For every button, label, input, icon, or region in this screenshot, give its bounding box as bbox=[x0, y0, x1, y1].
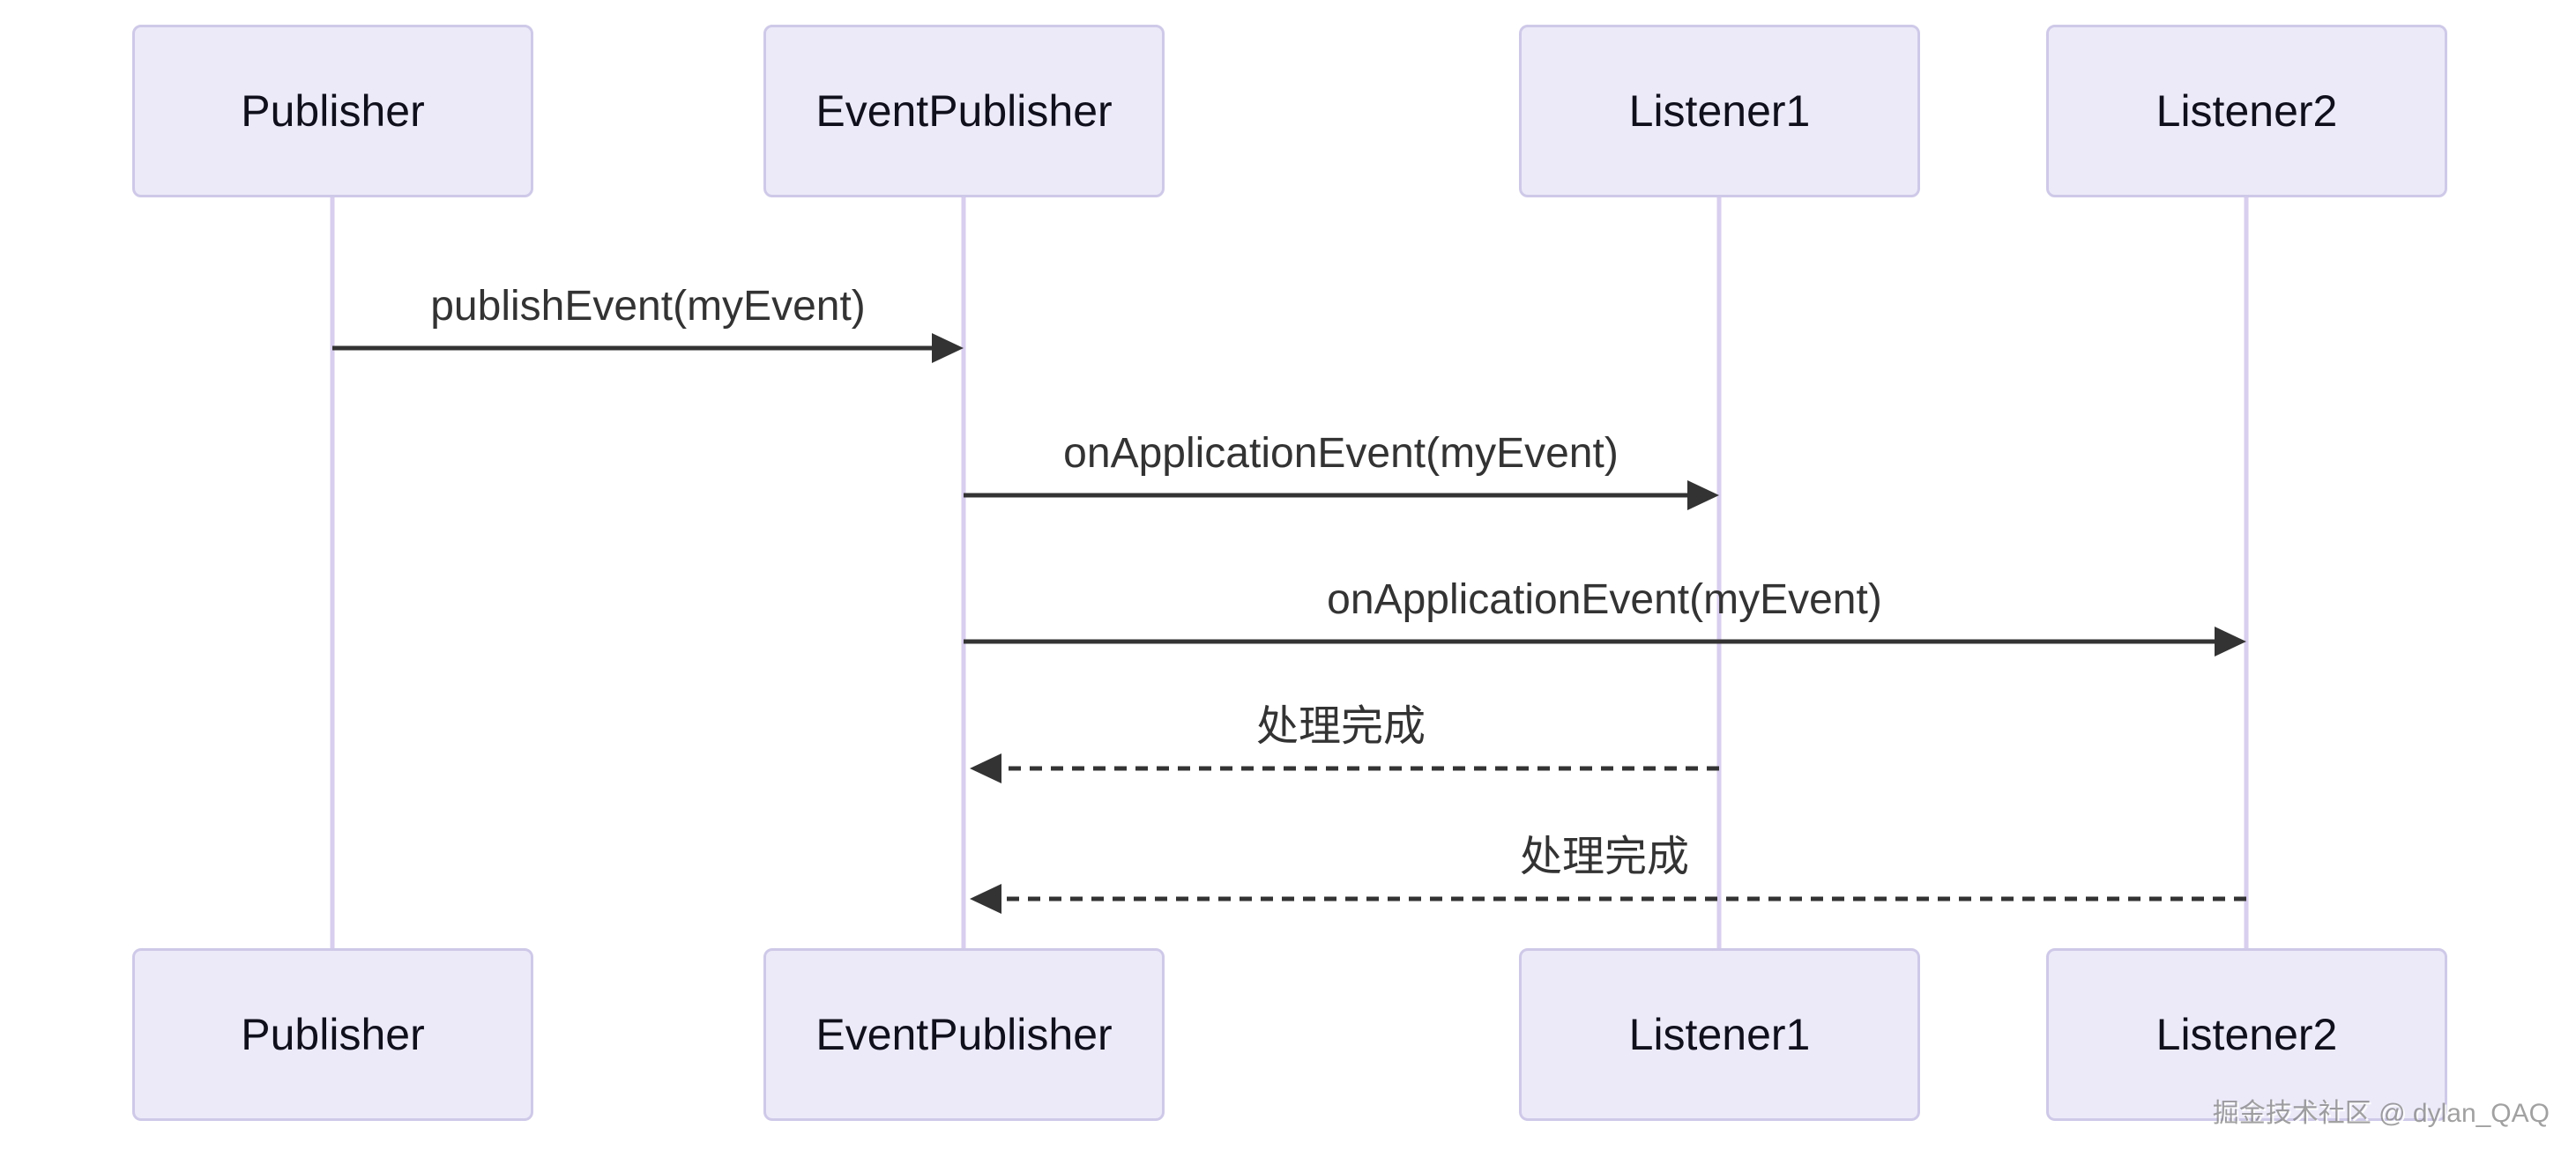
arrowhead-left-icon bbox=[970, 753, 1001, 783]
message-arrow-reply-listener2 bbox=[970, 884, 2246, 914]
actor-label: Listener1 bbox=[1628, 1010, 1811, 1059]
message-arrow-reply-listener1 bbox=[970, 753, 1719, 783]
message-arrow-publishEvent bbox=[332, 333, 964, 363]
message-label-reply-listener1: 处理完成 bbox=[1255, 703, 1426, 750]
message-label-reply-listener2: 处理完成 bbox=[1519, 834, 1690, 880]
arrowhead-right-icon bbox=[2215, 627, 2246, 657]
message-arrow-onApplicationEvent-listener2 bbox=[964, 627, 2246, 657]
actor-label: Listener2 bbox=[2155, 1010, 2338, 1059]
arrowhead-left-icon bbox=[970, 884, 1001, 914]
actor-label: EventPublisher bbox=[815, 1010, 1113, 1059]
message-arrow-onApplicationEvent-listener1 bbox=[964, 480, 1719, 510]
message-label-publishEvent: publishEvent(myEvent) bbox=[430, 283, 866, 330]
arrowhead-right-icon bbox=[932, 333, 964, 363]
arrowhead-right-icon bbox=[1687, 480, 1719, 510]
actor-label: EventPublisher bbox=[815, 86, 1113, 136]
actor-bottom-listener1: Listener1 bbox=[1519, 948, 1920, 1121]
actor-bottom-listener2: Listener2 bbox=[2046, 948, 2447, 1121]
actor-top-publisher: Publisher bbox=[132, 25, 533, 197]
actor-label: Listener1 bbox=[1628, 86, 1811, 136]
actor-label: Listener2 bbox=[2155, 86, 2338, 136]
watermark: 掘金技术社区 @ dylan_QAQ bbox=[2212, 1099, 2550, 1128]
actor-top-eventpublisher: EventPublisher bbox=[763, 25, 1165, 197]
actor-label: Publisher bbox=[241, 86, 425, 136]
message-label-onApplicationEvent-listener1: onApplicationEvent(myEvent) bbox=[1063, 430, 1619, 477]
actor-top-listener1: Listener1 bbox=[1519, 25, 1920, 197]
message-label-onApplicationEvent-listener2: onApplicationEvent(myEvent) bbox=[1327, 576, 1882, 623]
actor-label: Publisher bbox=[241, 1010, 425, 1059]
actor-bottom-eventpublisher: EventPublisher bbox=[763, 948, 1165, 1121]
actor-top-listener2: Listener2 bbox=[2046, 25, 2447, 197]
actor-bottom-publisher: Publisher bbox=[132, 948, 533, 1121]
